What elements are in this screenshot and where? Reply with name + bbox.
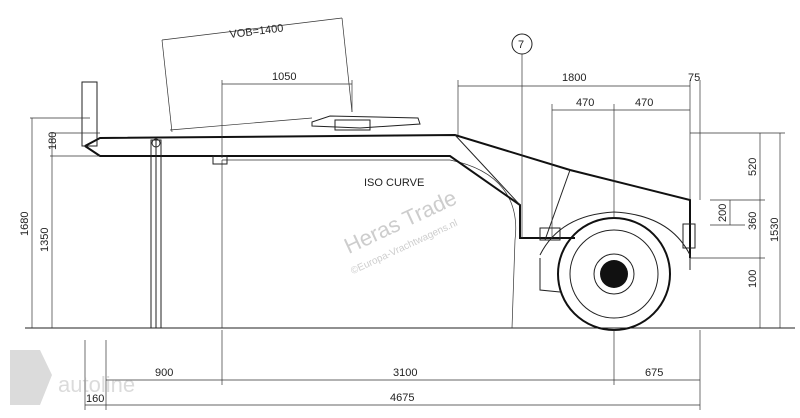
- dim-100-label: 100: [747, 270, 759, 288]
- dim-1050: 1050: [221, 71, 353, 158]
- dim-1350-label: 1350: [39, 228, 51, 252]
- callout-7: 7: [511, 33, 533, 238]
- dim-bottom: 900 3100 675 160 4675: [84, 330, 701, 410]
- dim-1800: 1800 75: [457, 72, 701, 200]
- dim-right-vertical: 520 200 360 1530 100: [690, 132, 785, 328]
- dim-4675-label: 4675: [390, 392, 414, 404]
- dim-470a-label: 470: [576, 97, 594, 109]
- callout-7-label: 7: [518, 39, 524, 51]
- fifth-wheel-coupling: [169, 115, 421, 131]
- iso-curve-label: ISO CURVE: [364, 177, 424, 189]
- dim-vob: VOB=1400: [161, 17, 353, 133]
- vob-label: VOB=1400: [229, 22, 284, 41]
- dim-left-vertical: 1680 1350 180: [19, 117, 100, 328]
- support-bracket: [212, 155, 228, 165]
- dim-1530-label: 1530: [769, 218, 781, 242]
- dim-675-label: 675: [645, 367, 663, 379]
- dim-3100-label: 3100: [393, 367, 417, 379]
- dim-520-label: 520: [747, 158, 759, 176]
- dim-180-label: 180: [47, 132, 59, 150]
- dim-200-label: 200: [717, 204, 729, 222]
- kingpin-post: [81, 81, 98, 147]
- dim-470b-label: 470: [635, 97, 653, 109]
- dim-1050-label: 1050: [272, 71, 296, 83]
- dim-75-label: 75: [688, 72, 700, 84]
- dim-1800-label: 1800: [562, 72, 586, 84]
- dim-470: 470 470: [551, 97, 690, 238]
- watermark: Heras Trade ©Europa-Vrachtwagens.nl: [340, 185, 460, 277]
- dim-160-label: 160: [86, 393, 104, 405]
- autoline-logo-text: autoline: [58, 372, 135, 397]
- dim-1680-label: 1680: [19, 212, 31, 236]
- autoline-logo: autoline: [10, 350, 135, 405]
- landing-leg: [150, 138, 162, 329]
- dim-900-label: 900: [155, 367, 173, 379]
- rear-wheel: [539, 211, 696, 331]
- dim-360-label: 360: [747, 212, 759, 230]
